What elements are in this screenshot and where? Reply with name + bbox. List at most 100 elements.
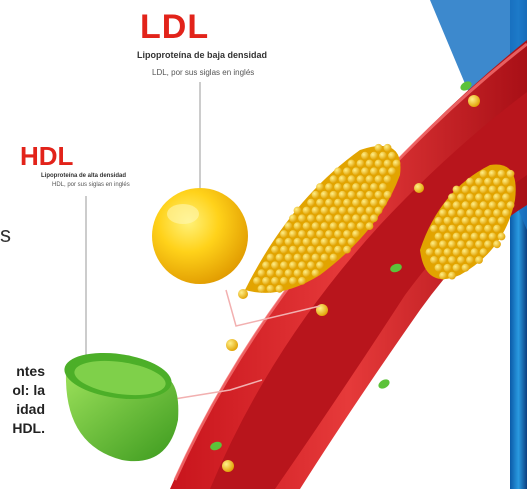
plaque-ldl-dot xyxy=(348,175,356,183)
plaque-ldl-dot xyxy=(384,144,392,152)
plaque-ldl-dot xyxy=(384,160,392,168)
plaque-ldl-dot xyxy=(312,207,320,215)
plaque-ldl-dot xyxy=(439,272,447,280)
plaque-ldl-dot xyxy=(294,207,302,215)
plaque-ldl-dot xyxy=(294,269,302,277)
plaque-ldl-dot xyxy=(448,193,456,201)
plaque-ldl-dot xyxy=(330,207,338,215)
plaque-ldl-dot xyxy=(357,160,365,168)
ldl-title: LDL xyxy=(140,8,209,47)
plaque-ldl-dot xyxy=(339,207,347,215)
plaque-ldl-dot xyxy=(480,233,488,241)
plaque-ldl-dot xyxy=(475,240,483,248)
plaque-ldl-dot xyxy=(262,277,270,285)
plaque-ldl-dot xyxy=(480,186,488,194)
plaque-ldl-dot xyxy=(507,186,515,194)
plaque-ldl-dot xyxy=(280,261,288,269)
plaque-ldl-dot xyxy=(343,214,351,222)
plaque-ldl-dot xyxy=(267,254,275,262)
plaque-ldl-dot xyxy=(307,246,315,254)
plaque-ldl-dot xyxy=(370,199,378,207)
plaque-ldl-dot xyxy=(475,178,483,186)
cut-off-paragraph: ntes ol: la idad HDL. xyxy=(0,362,45,438)
plaque-ldl-dot xyxy=(294,238,302,246)
plaque-ldl-dot xyxy=(321,222,329,230)
plaque-ldl-dot xyxy=(498,217,506,225)
plaque-ldl-dot xyxy=(253,277,261,285)
plaque-ldl-dot xyxy=(475,209,483,217)
plaque-ldl-dot xyxy=(325,183,333,191)
ldl-note: LDL, por sus siglas en inglés xyxy=(152,68,254,77)
plaque-ldl-dot xyxy=(448,209,456,217)
plaque-ldl-dot xyxy=(361,167,369,175)
plaque-ldl-dot xyxy=(316,230,324,238)
plaque-ldl-dot xyxy=(285,222,293,230)
plaque-ldl-dot xyxy=(357,175,365,183)
plaque-ldl-dot xyxy=(348,160,356,168)
plaque-ldl-dot xyxy=(457,256,465,264)
plaque-ldl-dot xyxy=(316,199,324,207)
plaque-ldl-dot xyxy=(325,246,333,254)
plaque-ldl-dot xyxy=(321,254,329,262)
plaque-ldl-dot xyxy=(330,238,338,246)
plaque-ldl-dot xyxy=(439,225,447,233)
plaque-ldl-dot xyxy=(379,199,387,207)
plaque-ldl-dot xyxy=(489,201,497,209)
plaque-ldl-dot xyxy=(334,214,342,222)
plaque-ldl-dot xyxy=(307,261,315,269)
plaque-ldl-dot xyxy=(489,233,497,241)
plaque-ldl-dot xyxy=(285,238,293,246)
plaque-ldl-dot xyxy=(489,217,497,225)
plaque-ldl-dot xyxy=(502,209,510,217)
plaque-ldl-dot xyxy=(366,160,374,168)
plaque-ldl-dot xyxy=(453,264,461,272)
plaque-ldl-dot xyxy=(271,277,279,285)
plaque-ldl-dot xyxy=(457,193,465,201)
plaque-ldl-dot xyxy=(430,256,438,264)
plaque-ldl-dot xyxy=(312,191,320,199)
plaque-ldl-dot xyxy=(316,246,324,254)
plaque-ldl-dot xyxy=(453,233,461,241)
plaque-ldl-dot xyxy=(484,240,492,248)
plaque-ldl-dot xyxy=(471,201,479,209)
plaque-ldl-dot xyxy=(379,152,387,160)
plaque-ldl-dot xyxy=(480,201,488,209)
plaque-ldl-dot xyxy=(357,207,365,215)
plaque-ldl-dot xyxy=(444,201,452,209)
plaque-ldl-dot xyxy=(448,272,456,280)
plaque-ldl-dot xyxy=(352,167,360,175)
plaque-ldl-dot xyxy=(271,246,279,254)
plaque-ldl-dot xyxy=(348,207,356,215)
plaque-ldl-dot xyxy=(285,254,293,262)
plaque-ldl-dot xyxy=(444,217,452,225)
plaque-ldl-dot xyxy=(258,269,266,277)
plaque-ldl-dot xyxy=(466,225,474,233)
plaque-ldl-dot xyxy=(435,264,443,272)
plaque-ldl-dot xyxy=(352,230,360,238)
cut-line: ol: la xyxy=(0,381,45,400)
plaque-ldl-dot xyxy=(334,199,342,207)
plaque-ldl-dot xyxy=(375,144,383,152)
plaque-ldl-dot xyxy=(343,167,351,175)
plaque-ldl-dot xyxy=(457,209,465,217)
plaque-ldl-dot xyxy=(303,238,311,246)
plaque-ldl-dot xyxy=(334,183,342,191)
plaque-ldl-dot xyxy=(280,230,288,238)
plaque-ldl-dot xyxy=(289,261,297,269)
plaque-ldl-dot xyxy=(384,175,392,183)
plaque-ldl-dot xyxy=(471,248,479,256)
plaque-ldl-dot xyxy=(475,256,483,264)
plaque-ldl-dot xyxy=(285,269,293,277)
plaque-ldl-dot xyxy=(352,183,360,191)
cut-line: idad xyxy=(0,400,45,419)
plaque-ldl-dot xyxy=(484,209,492,217)
plaque-ldl-dot xyxy=(343,246,351,254)
plaque-ldl-dot xyxy=(366,191,374,199)
plaque-ldl-dot xyxy=(462,217,470,225)
hdl-particle-large xyxy=(61,347,178,461)
plaque-ldl-dot xyxy=(493,193,501,201)
plaque-ldl-dot xyxy=(321,191,329,199)
plaque-ldl-dot xyxy=(312,254,320,262)
plaque-ldl-dot xyxy=(366,175,374,183)
